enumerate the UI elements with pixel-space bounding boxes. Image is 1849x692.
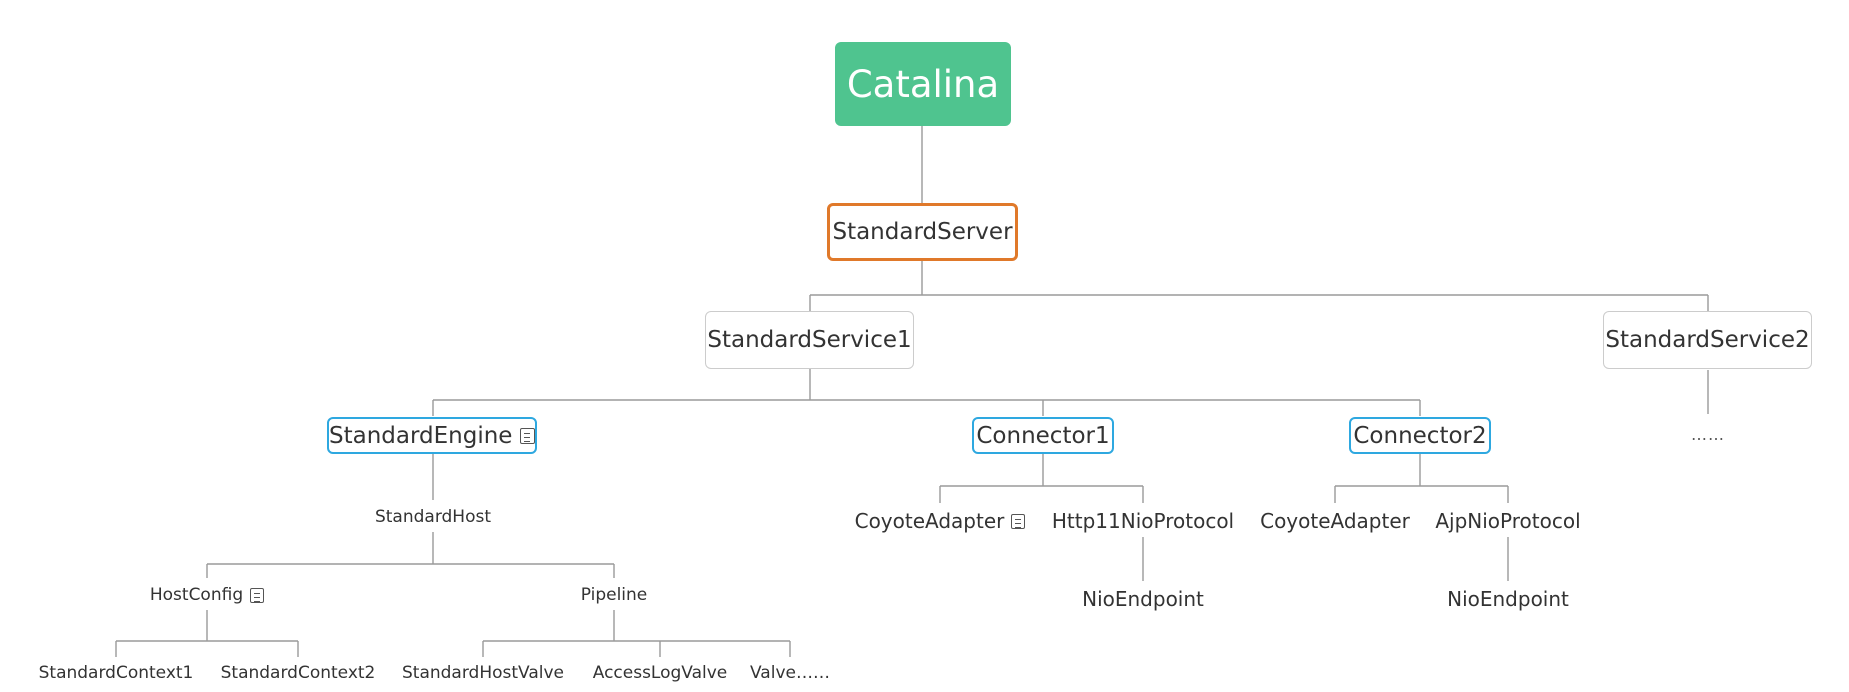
standard-host-valve-node[interactable]: StandardHostValve — [401, 659, 565, 687]
note-icon[interactable] — [1011, 513, 1026, 529]
c2-nio-endpoint-label: NioEndpoint — [1447, 587, 1569, 611]
c1-nio-endpoint-node[interactable]: NioEndpoint — [1073, 584, 1213, 614]
connector-1-label: Connector1 — [976, 422, 1110, 449]
standard-server-node[interactable]: StandardServer — [827, 203, 1018, 261]
standard-context-1-label: StandardContext1 — [38, 663, 194, 683]
c2-coyote-adapter-label: CoyoteAdapter — [1260, 509, 1410, 533]
pipeline-label: Pipeline — [580, 585, 648, 605]
service-2-children-ellipsis: …… — [1678, 420, 1738, 448]
valve-more-node[interactable]: Valve…… — [745, 659, 835, 687]
standard-host-valve-label: StandardHostValve — [401, 663, 564, 683]
standard-service-1-label: StandardService1 — [707, 327, 912, 353]
service-2-children-label: …… — [1691, 424, 1725, 444]
standard-service-1-node[interactable]: StandardService1 — [705, 311, 914, 369]
c2-coyote-adapter-node[interactable]: CoyoteAdapter — [1255, 505, 1415, 537]
c1-http11-nio-protocol-node[interactable]: Http11NioProtocol — [1048, 505, 1238, 537]
standard-context-2-node[interactable]: StandardContext2 — [218, 659, 378, 687]
access-log-valve-label: AccessLogValve — [592, 663, 728, 683]
standard-engine-label: StandardEngine — [329, 422, 513, 449]
standard-service-2-node[interactable]: StandardService2 — [1603, 311, 1812, 369]
c2-nio-endpoint-node[interactable]: NioEndpoint — [1438, 584, 1578, 614]
note-icon[interactable] — [520, 427, 535, 444]
standard-server-label: StandardServer — [832, 219, 1013, 245]
standard-context-2-label: StandardContext2 — [220, 663, 376, 683]
connector-2-node[interactable]: Connector2 — [1349, 417, 1491, 454]
c1-coyote-adapter-node[interactable]: CoyoteAdapter — [850, 505, 1030, 537]
catalina-node[interactable]: Catalina — [835, 42, 1011, 126]
standard-host-label: StandardHost — [374, 507, 492, 527]
host-config-label: HostConfig — [149, 585, 244, 605]
valve-more-label: Valve…… — [750, 663, 830, 683]
catalina-label: Catalina — [846, 62, 1000, 106]
c2-ajp-nio-protocol-label: AjpNioProtocol — [1435, 509, 1581, 533]
c1-coyote-adapter-label: CoyoteAdapter — [854, 509, 1005, 533]
connector-2-label: Connector2 — [1353, 422, 1487, 449]
standard-service-2-label: StandardService2 — [1605, 327, 1810, 353]
c1-nio-endpoint-label: NioEndpoint — [1082, 587, 1204, 611]
c2-ajp-nio-protocol-node[interactable]: AjpNioProtocol — [1423, 505, 1593, 537]
c1-http11-nio-protocol-label: Http11NioProtocol — [1051, 509, 1235, 533]
host-config-node[interactable]: HostConfig — [137, 580, 277, 610]
standard-context-1-node[interactable]: StandardContext1 — [36, 659, 196, 687]
connector-1-node[interactable]: Connector1 — [972, 417, 1114, 454]
standard-host-node[interactable]: StandardHost — [363, 502, 503, 532]
note-icon[interactable] — [250, 587, 265, 603]
pipeline-node[interactable]: Pipeline — [569, 580, 659, 610]
access-log-valve-node[interactable]: AccessLogValve — [585, 659, 735, 687]
standard-engine-node[interactable]: StandardEngine — [327, 417, 537, 454]
